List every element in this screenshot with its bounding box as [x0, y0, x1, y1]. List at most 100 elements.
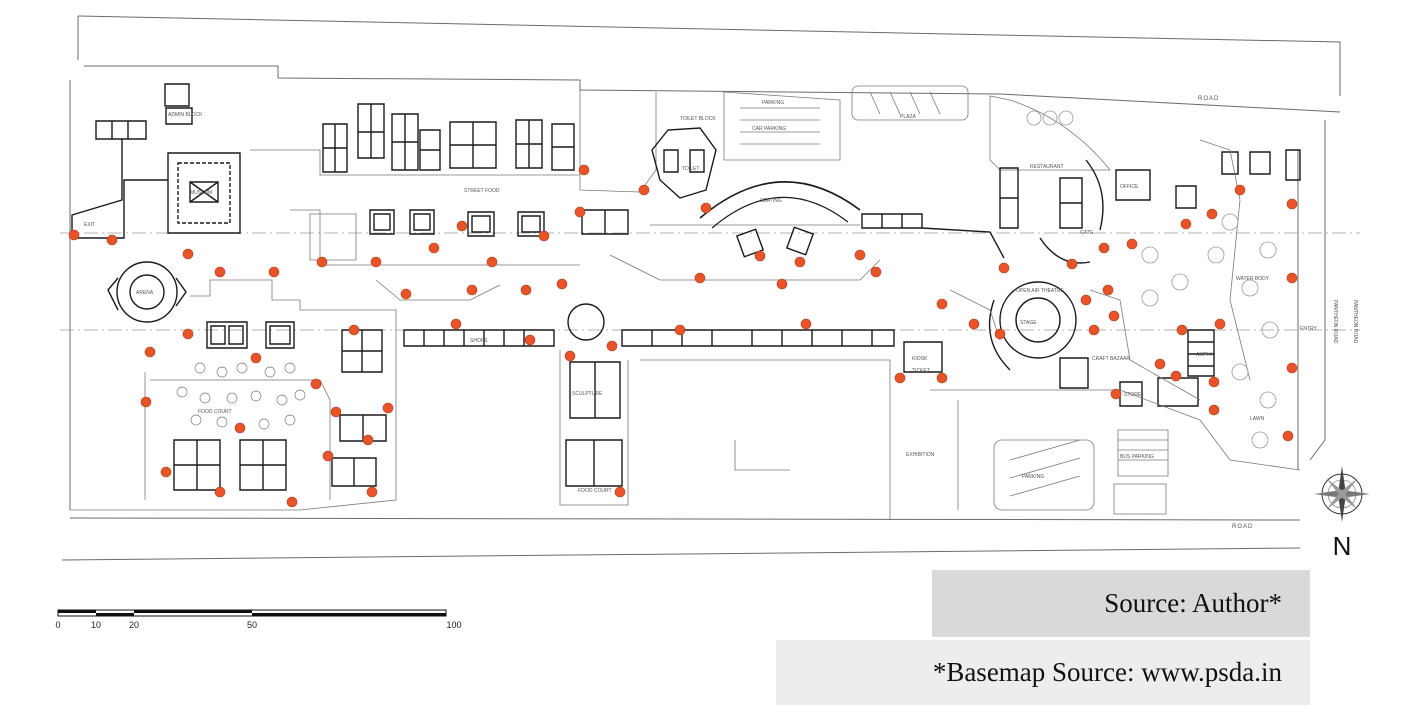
survey-point-marker — [1177, 325, 1187, 335]
survey-point-marker — [467, 285, 477, 295]
survey-point-marker — [795, 257, 805, 267]
survey-point-marker — [383, 403, 393, 413]
arena-label: ARENA — [136, 290, 154, 296]
survey-point-marker — [525, 335, 535, 345]
survey-point-marker — [107, 235, 117, 245]
survey-point-marker — [801, 319, 811, 329]
exit-label: EXIT — [84, 222, 95, 228]
survey-point-marker — [1127, 239, 1137, 249]
exhibition-label: EXHIBITION — [906, 452, 935, 458]
museum-label: MUSEUM — [190, 190, 212, 196]
survey-point-marker — [451, 319, 461, 329]
southwest-seating — [177, 363, 305, 429]
survey-point-marker — [675, 325, 685, 335]
survey-point-marker — [565, 351, 575, 361]
craft-bazaar-label: CRAFT BAZAAR — [1092, 356, 1130, 362]
office-label: OFFICE — [1120, 184, 1139, 190]
basemap-source-text: *Basemap Source: www.psda.in — [932, 657, 1282, 687]
survey-point-marker — [363, 435, 373, 445]
street-food-label: STREET FOOD — [464, 188, 500, 194]
survey-point-marker — [937, 299, 947, 309]
road-label-bottom: ROAD — [1232, 524, 1253, 530]
west-wing — [72, 84, 240, 322]
shops-label: SHOPS — [470, 338, 488, 344]
survey-point-marker — [1209, 405, 1219, 415]
north-blocks — [323, 104, 628, 236]
survey-point-marker — [755, 251, 765, 261]
plaza-label: PLAZA — [900, 114, 917, 120]
survey-point-marker — [183, 329, 193, 339]
survey-point-marker — [1089, 325, 1099, 335]
survey-point-marker — [331, 407, 341, 417]
survey-point-marker — [1283, 431, 1293, 441]
survey-point-marker — [615, 487, 625, 497]
survey-point-marker — [1215, 319, 1225, 329]
sculpture-label: SCULPTURE — [572, 391, 603, 397]
side-road-label-1: PANTHEON ROAD — [1332, 300, 1338, 344]
survey-point-marker — [251, 353, 261, 363]
survey-point-marker — [695, 273, 705, 283]
scale-tick-0: 0 — [55, 620, 60, 630]
survey-point-marker — [969, 319, 979, 329]
central-outline — [250, 90, 890, 520]
survey-point-marker — [457, 221, 467, 231]
survey-point-marker — [995, 329, 1005, 339]
restaurant-label: RESTAURANT — [1030, 164, 1064, 170]
east-outline — [930, 140, 1300, 514]
food-court-2-label: FOOD COURT — [578, 488, 612, 494]
survey-point-marker — [311, 379, 321, 389]
survey-point-marker — [1111, 389, 1121, 399]
map-labels: ROAD ROAD TOILET BLOCK PARKING PARKING P… — [84, 96, 1358, 530]
store-label: STORE — [1124, 392, 1142, 398]
admin-block-label: ADMIN BLOCK — [168, 112, 203, 118]
basemap-source-box: *Basemap Source: www.psda.in — [776, 640, 1310, 705]
survey-point-marker — [69, 230, 79, 240]
source-author-box: Source: Author* — [932, 570, 1310, 637]
scale-tick-20: 20 — [129, 620, 139, 630]
southwest-outline — [70, 280, 396, 510]
survey-point-marker — [639, 185, 649, 195]
compass-rose-icon: N — [1314, 466, 1370, 561]
survey-point-marker — [855, 250, 865, 260]
survey-point-marker — [317, 257, 327, 267]
survey-point-marker — [1171, 371, 1181, 381]
survey-point-marker — [701, 203, 711, 213]
survey-point-marker — [1109, 311, 1119, 321]
survey-point-marker — [1103, 285, 1113, 295]
seating-label: SEATING — [760, 198, 782, 204]
survey-point-marker — [1181, 219, 1191, 229]
survey-point-marker — [1099, 243, 1109, 253]
survey-point-marker — [141, 397, 151, 407]
toilet-block — [652, 128, 1004, 258]
survey-point-marker — [607, 341, 617, 351]
southwest-foodcourt — [174, 322, 386, 490]
survey-point-marker — [1067, 259, 1077, 269]
survey-point-marker — [1235, 185, 1245, 195]
lawn-label: LAWN — [1250, 416, 1265, 422]
side-road-label-2: PANTHEON ROAD — [1352, 300, 1358, 344]
survey-point-marker — [287, 497, 297, 507]
survey-point-marker — [871, 267, 881, 277]
survey-point-marker — [521, 285, 531, 295]
survey-point-marker — [1155, 359, 1165, 369]
kiosk-label: KIOSK — [912, 356, 928, 362]
central-corridor — [404, 304, 942, 486]
survey-point-marker — [161, 467, 171, 477]
survey-point-marker — [371, 257, 381, 267]
scale-bar: 0 10 20 50 100 — [55, 610, 462, 630]
toilet-label: TOILET — [682, 166, 699, 172]
parking-label-top: PARKING — [762, 100, 784, 106]
east-cluster — [990, 150, 1300, 406]
survey-point-marker — [1209, 377, 1219, 387]
survey-point-marker — [777, 279, 787, 289]
survey-point-marker — [215, 487, 225, 497]
site-boundary — [62, 16, 1340, 560]
scale-tick-10: 10 — [91, 620, 101, 630]
water-body-label: WATER BODY — [1236, 276, 1270, 282]
survey-point-marker — [367, 487, 377, 497]
stage-label: STAGE — [1020, 320, 1037, 326]
survey-point-marker — [999, 263, 1009, 273]
survey-point-marker — [575, 207, 585, 217]
survey-point-marker — [429, 243, 439, 253]
survey-point-marker — [215, 267, 225, 277]
